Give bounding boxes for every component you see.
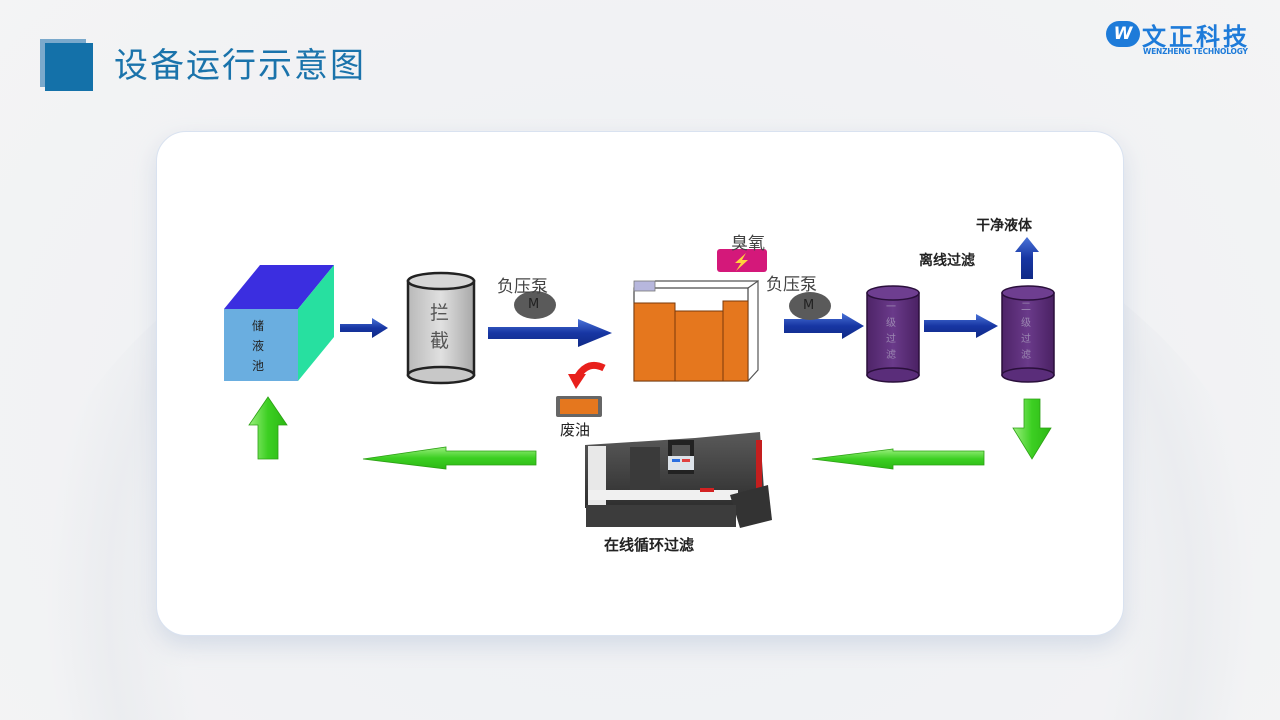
- pump2-label: 负压泵: [766, 275, 817, 295]
- flow-arrow-pump2: [784, 313, 864, 339]
- return-arrow-left-left: [362, 446, 537, 470]
- waste-oil-label: 废油: [560, 421, 591, 439]
- offline-filter-label: 离线过滤: [919, 253, 975, 269]
- page-title: 设备运行示意图: [114, 46, 366, 86]
- return-arrow-down: [1012, 398, 1052, 460]
- ozone-generator: [717, 249, 767, 272]
- pump1-label: 负压泵: [497, 277, 548, 297]
- secondary-filter-cylinder: [1001, 285, 1055, 383]
- cnc-machine-image: [585, 432, 772, 528]
- tank-front-face: [224, 309, 298, 381]
- lightning-icon: [735, 253, 748, 271]
- logo-text-cn: 文正科技: [1142, 23, 1250, 51]
- tank-side-face: [298, 265, 334, 381]
- tank-top-face: [224, 265, 334, 309]
- flow-arrow-tank-to-intercept: [340, 318, 388, 338]
- logo-text-en: WENZHENG TECHNOLOGY: [1143, 47, 1248, 56]
- motor-icon-pump2: [789, 292, 831, 320]
- settling-tank: [633, 279, 759, 382]
- storage-tank-label: 储 液 池: [252, 319, 265, 373]
- ozone-label: 臭氧: [731, 234, 765, 254]
- waste-oil-container: [556, 396, 602, 417]
- primary-filter-label: 一 级 过 滤: [886, 302, 896, 361]
- storage-tank: [224, 265, 334, 381]
- logo-badge-icon: W: [1106, 21, 1140, 47]
- intercept-cylinder: [406, 271, 476, 385]
- diagram-card: [156, 131, 1124, 636]
- waste-oil-return-arrow: [568, 361, 606, 389]
- pump1-motor-letter: M: [528, 297, 540, 312]
- primary-filter-cylinder: [866, 285, 920, 383]
- company-logo: W 文正科技 WENZHENG TECHNOLOGY: [1106, 19, 1256, 59]
- return-arrow-up: [248, 396, 288, 460]
- title-accent-mark: [40, 39, 94, 91]
- clean-liquid-label: 干净液体: [976, 218, 1032, 234]
- motor-icon-pump1: [514, 291, 556, 319]
- intercept-label: 拦 截: [430, 302, 450, 352]
- return-arrow-left-right: [811, 448, 985, 470]
- online-circulation-filter-label: 在线循环过滤: [604, 536, 695, 554]
- flow-arrow-pump1: [488, 319, 612, 347]
- secondary-filter-label: 二 级 过 滤: [1021, 302, 1031, 361]
- flow-arrow-filter1-to-filter2: [924, 314, 998, 338]
- flow-arrow-clean-output: [1015, 237, 1039, 279]
- pump2-motor-letter: M: [803, 298, 815, 313]
